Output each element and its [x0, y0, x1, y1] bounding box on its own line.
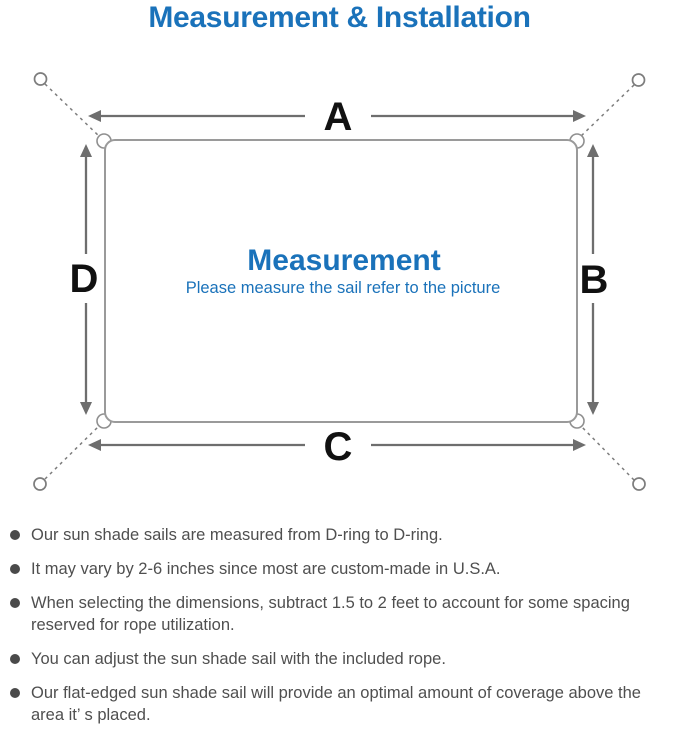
bullet-icon: [10, 598, 20, 608]
arrowhead-c-right: [573, 439, 586, 451]
dimension-label-d: D: [70, 257, 99, 301]
diagram-center-title: Measurement: [247, 244, 440, 277]
arrowhead-a-left: [88, 110, 101, 122]
arrowhead-b-bottom: [587, 402, 599, 415]
rope-line-top-right: [578, 84, 635, 139]
arrowhead-a-right: [573, 110, 586, 122]
rope-line-top-left: [44, 83, 102, 139]
anchor-point-top-left: [33, 72, 48, 86]
list-item: It may vary by 2-6 inches since most are…: [10, 558, 673, 580]
arrowhead-b-top: [587, 144, 599, 157]
bullet-icon: [10, 564, 20, 574]
note-text: Our flat-edged sun shade sail will provi…: [31, 684, 641, 724]
list-item: Our sun shade sails are measured from D-…: [10, 524, 673, 546]
anchor-point-bottom-right: [632, 477, 646, 491]
dimension-label-c: C: [324, 425, 353, 469]
list-item: You can adjust the sun shade sail with t…: [10, 648, 673, 670]
arrowhead-c-left: [88, 439, 101, 451]
note-text: Our sun shade sails are measured from D-…: [31, 526, 443, 544]
page-title: Measurement & Installation: [148, 1, 531, 34]
dimension-label-b: B: [580, 258, 609, 302]
rope-line-bottom-left: [44, 423, 102, 480]
bullet-icon: [10, 654, 20, 664]
note-text: You can adjust the sun shade sail with t…: [31, 650, 446, 668]
notes-list: Our sun shade sails are measured from D-…: [10, 524, 673, 738]
anchor-point-top-right: [631, 73, 646, 87]
measurement-diagram: A B C D Measurement Please measure the s…: [33, 72, 646, 491]
anchor-point-bottom-left: [33, 477, 47, 491]
list-item: When selecting the dimensions, subtract …: [10, 592, 673, 636]
bullet-icon: [10, 688, 20, 698]
arrowhead-d-bottom: [80, 402, 92, 415]
list-item: Our flat-edged sun shade sail will provi…: [10, 682, 673, 726]
sail-outline: [104, 139, 578, 423]
note-text: When selecting the dimensions, subtract …: [31, 594, 630, 634]
arrowhead-d-top: [80, 144, 92, 157]
dimension-label-a: A: [324, 95, 353, 139]
note-text: It may vary by 2-6 inches since most are…: [31, 560, 501, 578]
rope-line-bottom-right: [578, 423, 635, 481]
diagram-center-subtitle: Please measure the sail refer to the pic…: [186, 279, 501, 297]
bullet-icon: [10, 530, 20, 540]
